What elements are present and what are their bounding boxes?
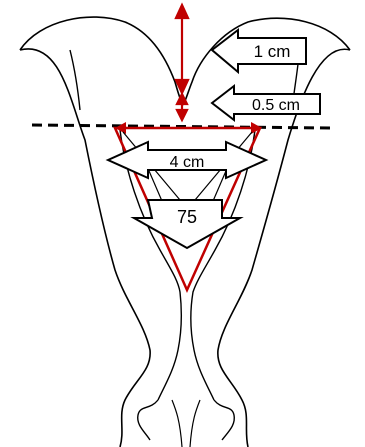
cervix-canal bbox=[172, 400, 200, 447]
cervix-left-lip bbox=[138, 400, 158, 440]
label-4cm-text: 4 cm bbox=[170, 154, 205, 171]
label-05cm-text: 0.5 cm bbox=[252, 97, 300, 114]
label-4cm-callout: 4 cm bbox=[108, 142, 266, 178]
label-75-text: 75 bbox=[177, 207, 197, 227]
cervix-right-lip bbox=[214, 400, 234, 440]
label-05cm-callout: 0.5 cm bbox=[212, 86, 320, 120]
depth-measure-arrow bbox=[176, 5, 188, 120]
label-1cm-callout: 1 cm bbox=[212, 30, 306, 72]
label-1cm-text: 1 cm bbox=[254, 42, 291, 61]
triangle-right-arrowhead bbox=[251, 122, 262, 134]
